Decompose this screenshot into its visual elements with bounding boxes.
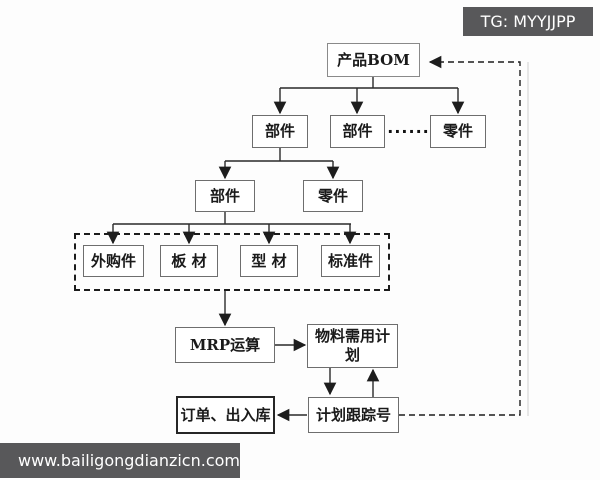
node-plan-tracking-number: 计划跟踪号 (308, 397, 399, 433)
dashed-feedback-connector (399, 55, 521, 416)
node-component-c: 部件 (195, 180, 255, 212)
node-sheet-material: 板 材 (160, 245, 218, 277)
node-product-bom: 产品BOM (327, 43, 420, 77)
node-part-a: 零件 (430, 115, 486, 148)
node-part-b: 零件 (303, 180, 363, 212)
node-material-requirement-plan: 物料需用计划 (307, 324, 398, 368)
node-mrp-calculation: MRP运算 (175, 327, 275, 363)
tag-watermark-badge: TG: MYYJJPP (463, 7, 593, 36)
node-component-b: 部件 (330, 115, 385, 148)
node-profile-material: 型 材 (240, 245, 298, 277)
node-standard-parts: 标准件 (321, 245, 380, 277)
node-component-a: 部件 (252, 115, 308, 148)
node-orders-inout-warehouse: 订单、出入库 (176, 396, 275, 434)
ellipsis-more-components: ······ (387, 122, 430, 141)
bottom-level-materials-group (74, 233, 390, 291)
node-purchased-parts: 外购件 (83, 245, 144, 277)
site-watermark: www.bailigongdianzicn.com (0, 443, 240, 478)
